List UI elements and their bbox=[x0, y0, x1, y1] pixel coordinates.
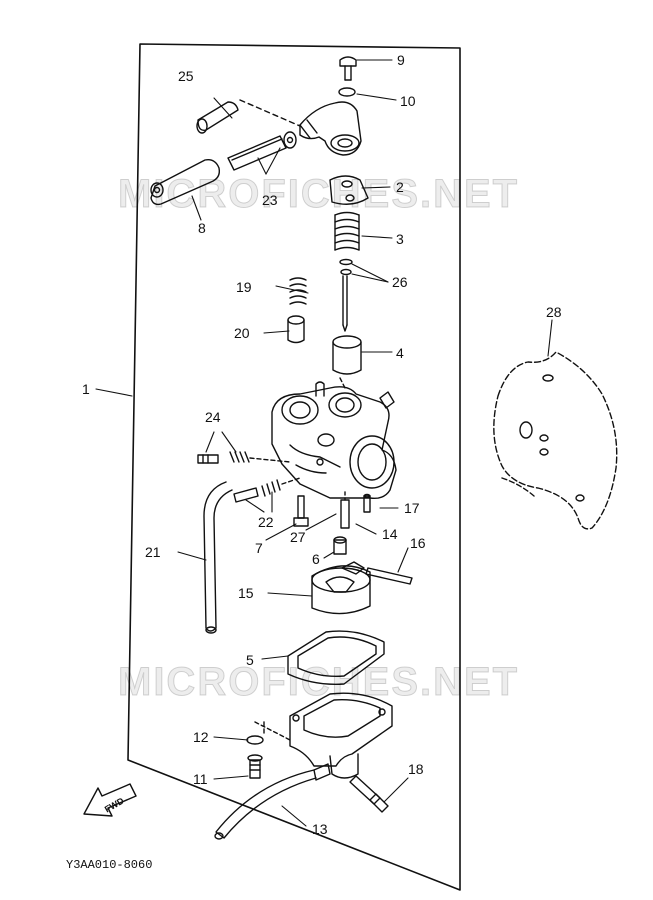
part-25-cap bbox=[196, 101, 239, 134]
part-20-plunger bbox=[287, 315, 305, 344]
part-22-screw bbox=[233, 487, 259, 503]
part-12-washer bbox=[246, 735, 264, 745]
callout-8: 8 bbox=[198, 220, 206, 236]
part-17-screw bbox=[363, 493, 371, 513]
callout-28: 28 bbox=[546, 304, 562, 320]
callout-11: 11 bbox=[193, 771, 208, 787]
part-4-valve bbox=[332, 335, 362, 391]
part-5-gasket bbox=[287, 630, 385, 685]
callout-20: 20 bbox=[234, 325, 250, 341]
callout-17: 17 bbox=[404, 500, 420, 516]
callout-25: 25 bbox=[178, 68, 194, 84]
callout-10: 10 bbox=[400, 93, 416, 109]
callout-12: 12 bbox=[193, 729, 209, 745]
part-8-boot bbox=[150, 158, 221, 206]
callout-13: 13 bbox=[312, 821, 328, 837]
callout-2: 2 bbox=[396, 179, 404, 195]
callout-14: 14 bbox=[382, 526, 398, 542]
part-6-main-jet bbox=[333, 536, 347, 555]
fwd-arrow-icon bbox=[83, 783, 137, 817]
part-9-screw bbox=[339, 56, 357, 81]
callout-6: 6 bbox=[312, 551, 320, 567]
leader-lines bbox=[95, 59, 553, 827]
part-26-clip-needle bbox=[339, 258, 353, 332]
callout-24: 24 bbox=[205, 409, 221, 425]
float-bowl bbox=[289, 692, 393, 781]
part-11-bolt bbox=[247, 754, 263, 779]
part-16-float-pin bbox=[365, 567, 413, 585]
callout-23: 23 bbox=[262, 192, 278, 208]
callout-19: 19 bbox=[236, 279, 252, 295]
callout-27: 27 bbox=[290, 529, 306, 545]
part-22-spring bbox=[261, 479, 281, 497]
callout-7: 7 bbox=[255, 540, 263, 556]
part-15-float bbox=[311, 561, 371, 615]
callout-16: 16 bbox=[410, 535, 426, 551]
part-3-spring bbox=[334, 211, 360, 251]
callout-5: 5 bbox=[246, 652, 254, 668]
callout-26: 26 bbox=[392, 274, 408, 290]
part-23-sleeve bbox=[227, 135, 287, 171]
part-13-hose bbox=[214, 769, 317, 840]
assembly-outline bbox=[127, 43, 461, 891]
part-24-spring bbox=[229, 451, 250, 463]
part-23-nut bbox=[283, 131, 297, 149]
part-18-drain-screw bbox=[349, 775, 389, 813]
part-10-washer bbox=[338, 87, 356, 97]
part-7-pilot-jet bbox=[293, 495, 309, 527]
callout-4: 4 bbox=[396, 345, 404, 361]
callout-1: 1 bbox=[82, 381, 90, 397]
callout-21: 21 bbox=[145, 544, 161, 560]
part-21-hose bbox=[203, 481, 233, 634]
callout-9: 9 bbox=[397, 52, 405, 68]
part-28-cover-details bbox=[501, 374, 585, 502]
callout-15: 15 bbox=[238, 585, 254, 601]
part-19-spring bbox=[289, 277, 307, 305]
watermark-bottom: MICROFICHES.NET bbox=[117, 660, 520, 705]
callout-22: 22 bbox=[258, 514, 274, 530]
part-24-screw bbox=[197, 454, 219, 464]
part-27-needle-jet bbox=[340, 491, 350, 529]
carburetor-body bbox=[271, 381, 397, 500]
part-28-cover bbox=[493, 351, 618, 530]
callout-18: 18 bbox=[408, 761, 424, 777]
drawing-code: Y3AA010-8060 bbox=[66, 858, 153, 872]
callout-3: 3 bbox=[396, 231, 404, 247]
part-elbow-fitting bbox=[299, 101, 362, 156]
part-2-plate bbox=[329, 175, 369, 205]
